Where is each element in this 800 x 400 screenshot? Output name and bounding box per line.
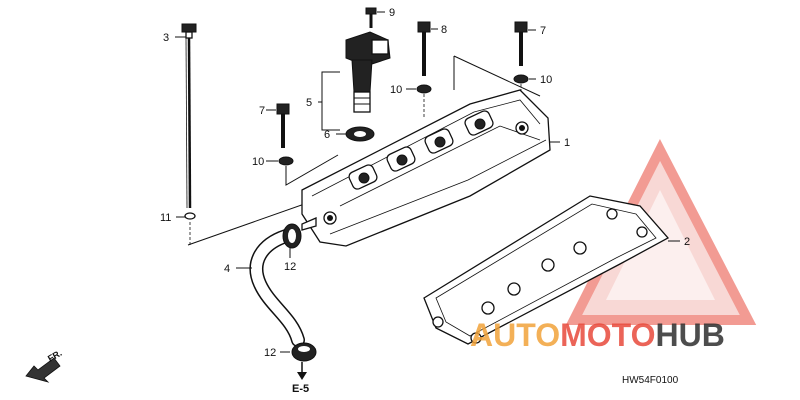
watermark-hub: HUB (655, 317, 724, 353)
callout-3: 3 (163, 32, 169, 44)
section-reference: E-5 (292, 383, 309, 395)
callout-8: 8 (441, 24, 447, 36)
callout-5: 5 (306, 97, 312, 109)
clamp-12-lower (291, 342, 317, 362)
callout-7-left: 7 (259, 105, 265, 117)
callout-2: 2 (684, 236, 690, 248)
callout-10-right: 10 (540, 74, 552, 86)
bolt-8 (417, 21, 431, 76)
bolt-7-left (276, 103, 290, 148)
gasket-part (423, 195, 670, 345)
callout-12-lower: 12 (264, 347, 276, 359)
breather-hose-part (249, 229, 305, 347)
seal-6 (345, 126, 375, 142)
watermark-moto: MOTO (560, 317, 655, 353)
callout-7-right: 7 (540, 25, 546, 37)
callout-12-upper: 12 (284, 261, 296, 273)
clamp-12-upper (282, 223, 302, 249)
watermark-auto: AUTO (470, 317, 560, 353)
reference-code: HW54F0100 (622, 375, 679, 386)
washer-10-center (416, 84, 432, 94)
e5-arrow (297, 362, 307, 380)
head-cover-part (301, 89, 551, 247)
washer-11 (184, 212, 196, 220)
front-arrow-icon (25, 357, 61, 383)
callout-4: 4 (224, 263, 230, 275)
washer-10-left (278, 156, 294, 166)
callout-11: 11 (160, 212, 171, 224)
watermark-text: AUTOMOTOHUB (470, 317, 725, 353)
callout-10-left: 10 (252, 156, 264, 168)
bolt-9 (365, 7, 377, 28)
direction-label: FR. (46, 348, 64, 364)
callout-10-center: 10 (390, 84, 402, 96)
callout-1: 1 (564, 137, 570, 149)
washer-10-right (513, 74, 529, 84)
callout-6: 6 (324, 129, 330, 141)
bolt-7-right (514, 21, 528, 66)
dipstick-part (181, 23, 197, 209)
callout-9: 9 (389, 7, 395, 19)
ignition-coil-part (345, 31, 391, 113)
